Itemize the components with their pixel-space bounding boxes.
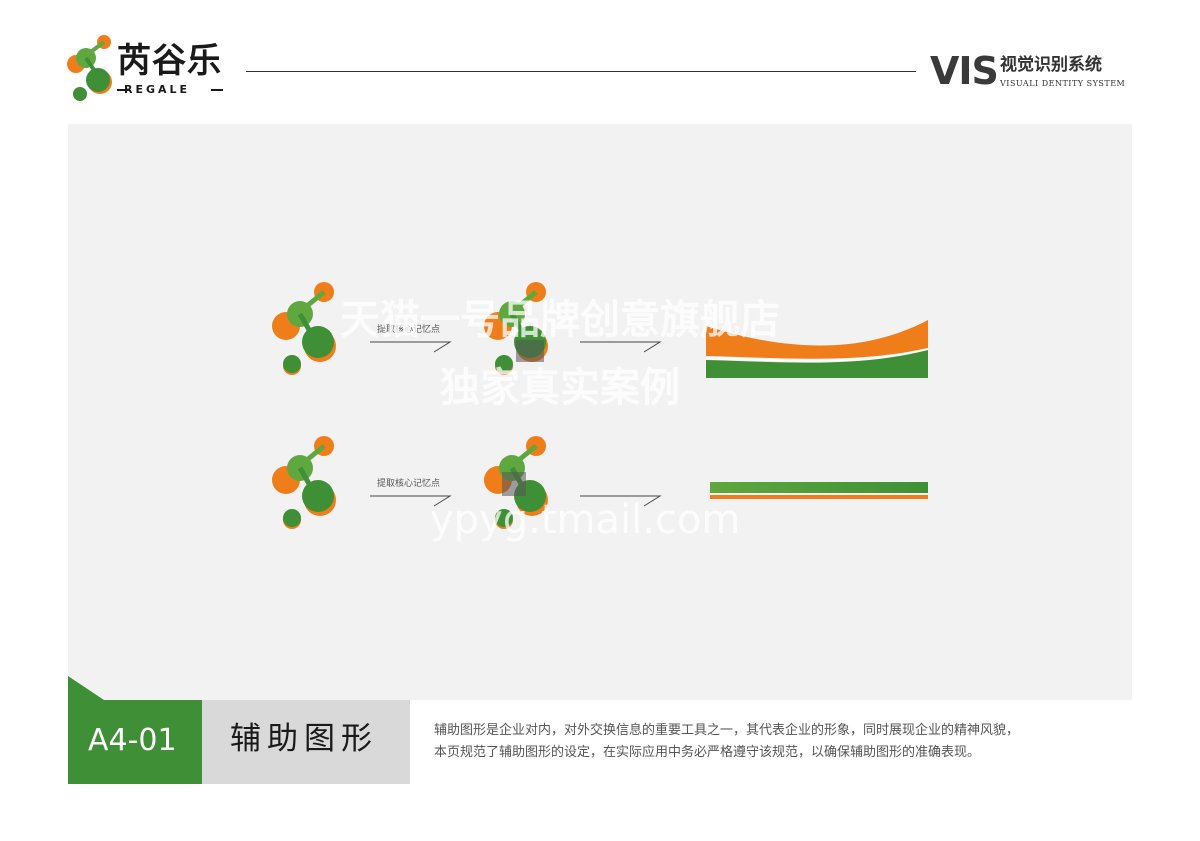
arrow-row2-b bbox=[580, 495, 662, 507]
arrow-row2-a bbox=[370, 495, 452, 507]
vis-subtitle-en: VISUALI DENTITY SYSTEM bbox=[1000, 79, 1126, 88]
molecule-mark-extract-2 bbox=[484, 436, 548, 529]
vis-title: VIS bbox=[930, 49, 999, 93]
stripe-band-graphic bbox=[710, 482, 928, 499]
wave-band-graphic bbox=[706, 320, 928, 378]
brand-name: 芮谷乐 bbox=[117, 41, 222, 81]
molecule-mark-extract bbox=[484, 282, 548, 375]
watermark-line2: 独家真实案例 bbox=[440, 365, 680, 411]
brand-latin-rule bbox=[117, 89, 223, 91]
vis-subtitle-cn: 视觉识别系统 bbox=[1000, 55, 1102, 75]
page-code-box bbox=[68, 700, 202, 784]
arrow-row1-a bbox=[370, 341, 452, 353]
caption-row2: 提取核心记忆点 bbox=[377, 479, 441, 489]
section-description: 辅助图形是企业对内，对外交换信息的重要工具之一，其代表企业的形象，同时展现企业的… bbox=[434, 720, 1134, 764]
description-line-1: 辅助图形是企业对内，对外交换信息的重要工具之一，其代表企业的形象，同时展现企业的… bbox=[434, 723, 1020, 738]
content-panel bbox=[68, 124, 1132, 700]
section-title-box bbox=[202, 700, 410, 784]
watermark-line3: ypyg.tmail.com bbox=[430, 497, 741, 543]
page-code: A4-01 bbox=[88, 723, 177, 758]
header-divider bbox=[246, 71, 916, 72]
code-tab-corner bbox=[68, 676, 104, 700]
arrow-row1-b bbox=[580, 341, 662, 353]
caption-row1: 提取核心记忆点 bbox=[377, 325, 441, 335]
brand-logo-icon bbox=[67, 35, 112, 101]
description-line-2: 本页规范了辅助图形的设定，在实际应用中务必严格遵守该规范，以确保辅助图形的准确表… bbox=[434, 745, 981, 760]
brand-latin-name: REGALE bbox=[124, 83, 191, 96]
molecule-mark-full-2 bbox=[272, 436, 336, 529]
molecule-mark-full bbox=[272, 282, 336, 375]
watermark-line1: 天猫一号品牌创意旗舰店 bbox=[340, 297, 780, 343]
section-title: 辅助图形 bbox=[230, 721, 378, 757]
